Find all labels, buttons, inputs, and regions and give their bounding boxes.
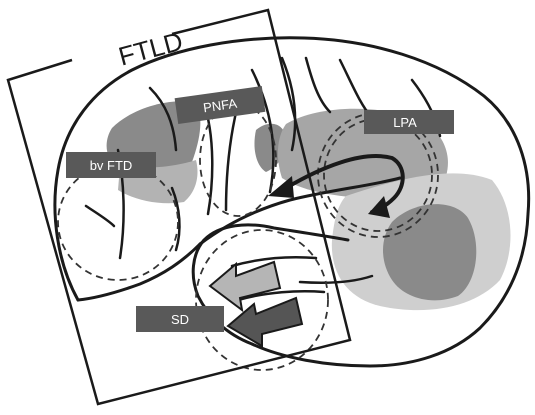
region-parietal-dark: [383, 204, 476, 300]
label-lpa: LPA: [364, 110, 454, 134]
sd-arrows: [210, 262, 302, 346]
label-text: SD: [171, 312, 189, 327]
sulcus: [226, 104, 238, 210]
ftld-label: FTLD: [115, 26, 186, 72]
label-sd: SD: [136, 306, 224, 332]
label-text: bv FTD: [90, 158, 133, 173]
frontal-base: [78, 244, 200, 300]
sulcus: [306, 58, 330, 112]
label-pnfa: PNFA: [175, 86, 266, 124]
sd-arrow-light: [210, 262, 280, 310]
bvftd-circle: [58, 164, 178, 280]
label-text: LPA: [393, 115, 417, 130]
sulcus: [86, 206, 114, 226]
label-bvftd: bv FTD: [66, 152, 156, 178]
